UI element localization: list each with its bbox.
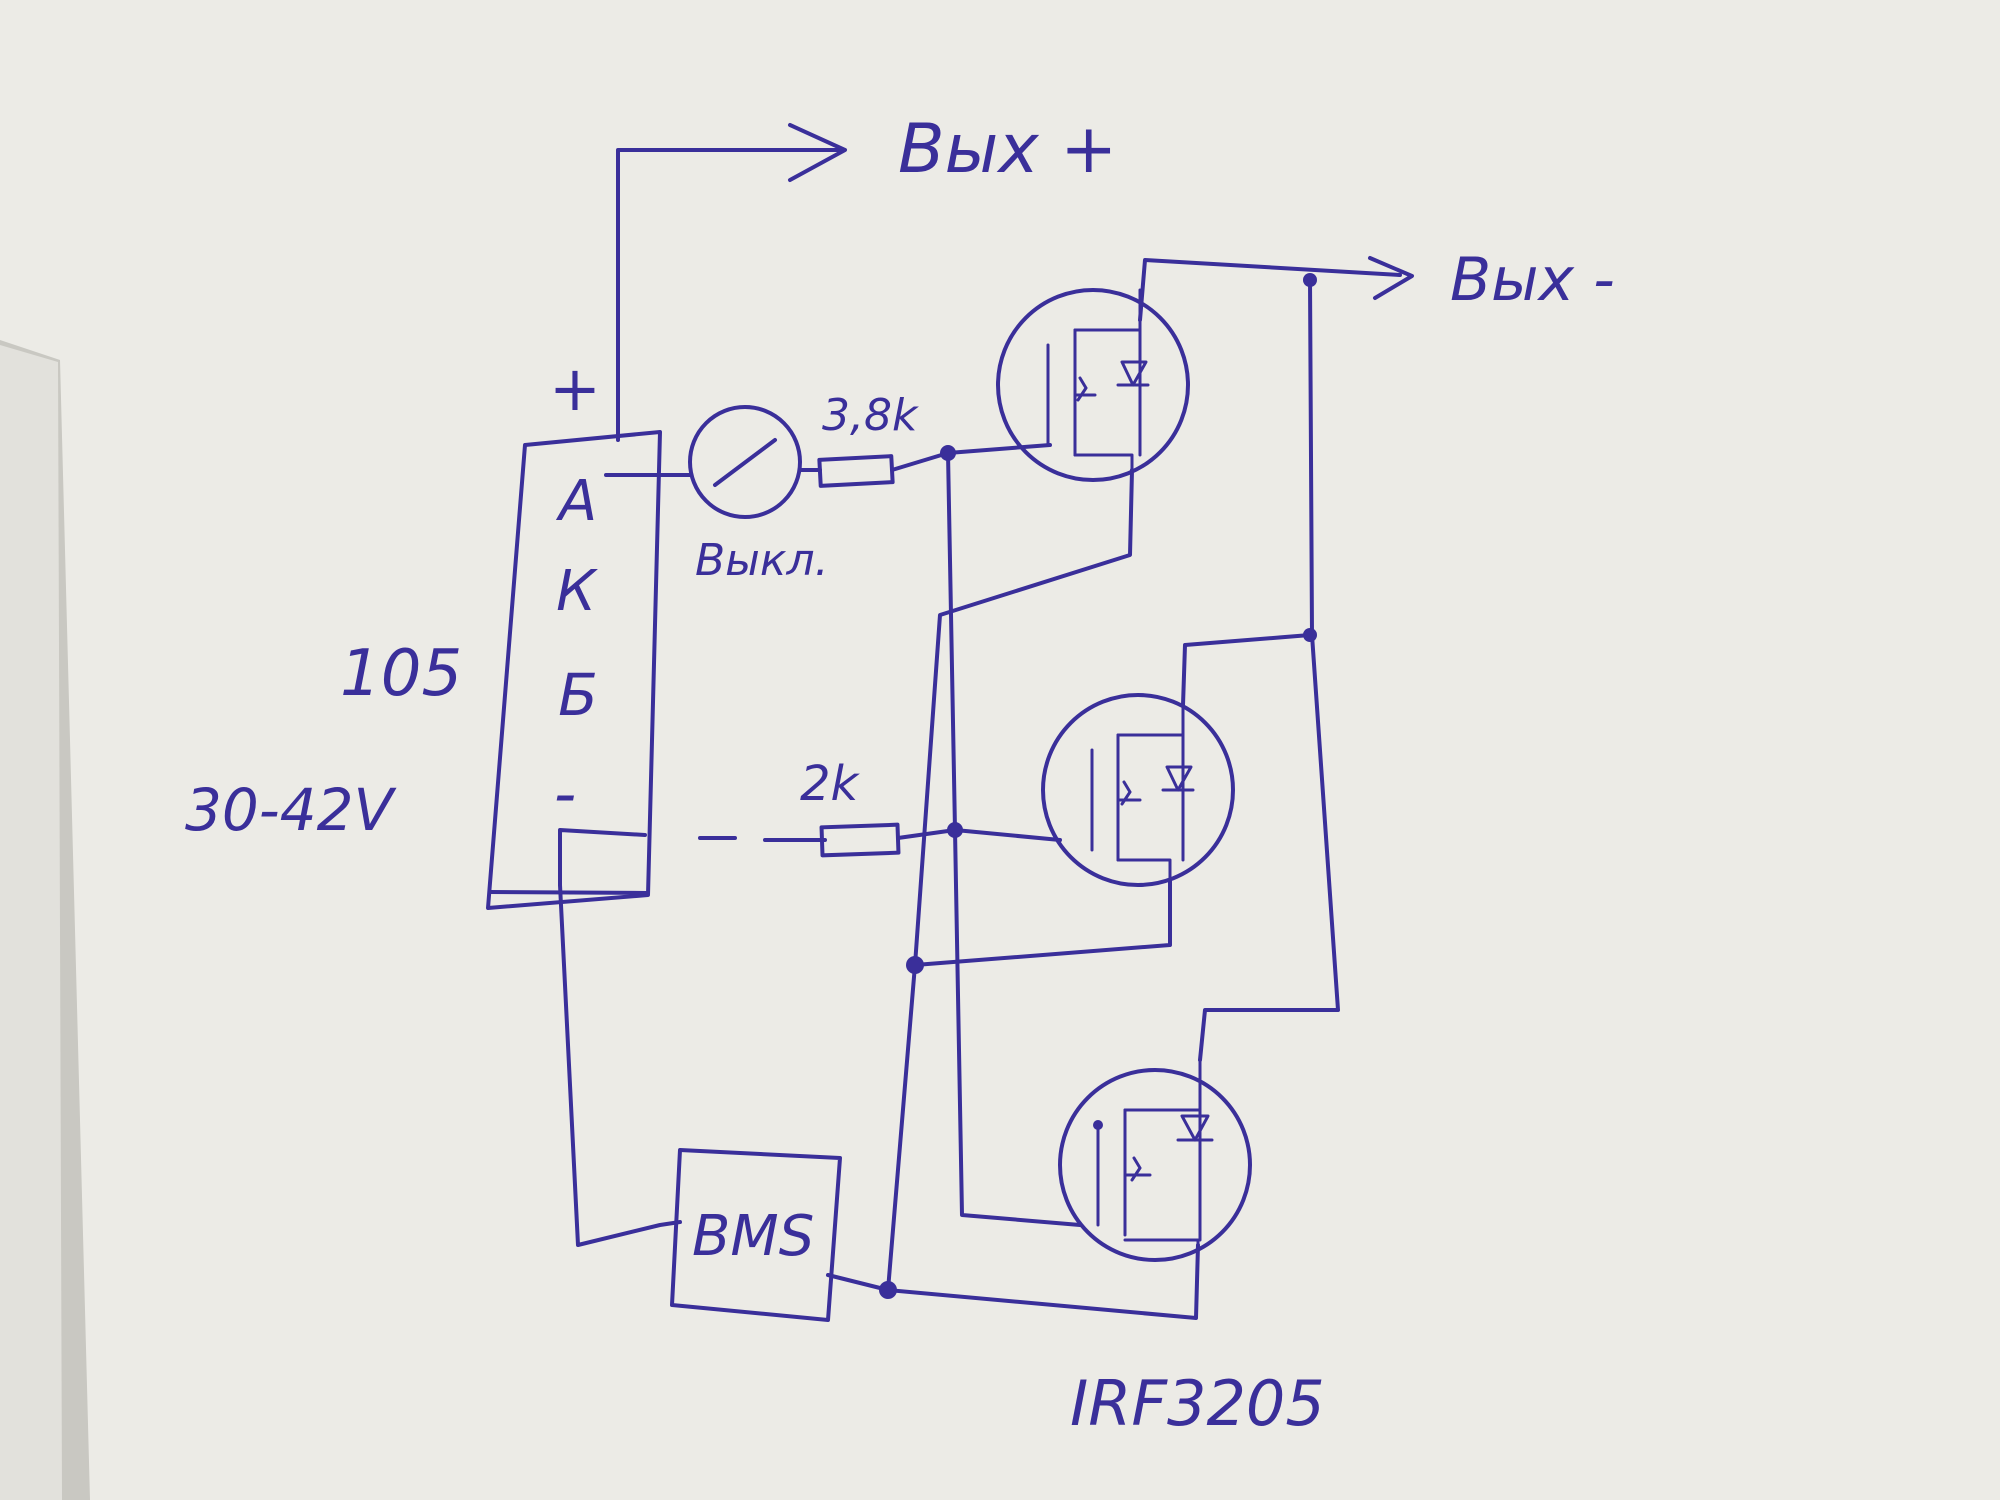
- resistor-1-icon: [817, 454, 895, 488]
- battery-voltage-label: 30-42V: [185, 776, 398, 844]
- wire-output-plus: [616, 148, 842, 442]
- mosfet-1-icon: [996, 288, 1190, 482]
- wire-drain-bus: [1198, 278, 1340, 1062]
- battery-letter-a: А: [556, 469, 597, 534]
- mosfet-3-icon: [1058, 1058, 1252, 1262]
- arrow-output-plus-icon: [788, 123, 847, 182]
- resistor-2-label: 2k: [800, 756, 861, 812]
- bms-block: [670, 1148, 842, 1322]
- wire-gate-mosfet2: [953, 828, 1062, 842]
- battery-minus-label: -: [554, 757, 576, 830]
- battery-akb: + А К Б -: [486, 352, 662, 910]
- resistor-1-label: 3,8k: [822, 390, 919, 441]
- battery-letter-b: Б: [558, 661, 598, 729]
- wire-source-mosfet3: [886, 1243, 1200, 1320]
- output-plus-label: Вых +: [898, 110, 1117, 189]
- switch-icon: [688, 405, 802, 519]
- wire-battery-to-bms: [558, 883, 682, 1247]
- output-minus-label: Вых -: [1450, 245, 1615, 315]
- arrow-output-minus-icon: [1368, 256, 1414, 300]
- wire-source-mosfet2: [913, 878, 1172, 967]
- wire-battery-minus-to-r2: [558, 828, 827, 887]
- mosfet-model-label: IRF3205: [1070, 1367, 1325, 1440]
- switch-label: Выкл.: [695, 535, 829, 586]
- wire-drain-mosfet2: [1181, 633, 1312, 707]
- junction-drain-mid: [1303, 628, 1317, 642]
- paper-under-sheet: [0, 345, 62, 1500]
- battery-capacity-label: 105: [340, 637, 462, 711]
- junction-gate-mid: [947, 822, 963, 838]
- resistor-2-icon: [819, 822, 901, 858]
- junction-output-minus: [1303, 273, 1317, 287]
- junction-source-mid: [906, 956, 924, 974]
- wire-output-minus: [1138, 258, 1402, 322]
- junction-bms: [879, 1281, 897, 1299]
- wire-source-mosfet1: [886, 468, 1134, 1292]
- battery-letter-k: К: [556, 559, 598, 624]
- wire-r2-to-gate: [896, 828, 957, 840]
- junction-gate-top: [940, 445, 956, 461]
- battery-plus-label: +: [549, 352, 601, 425]
- wire-gate-bus: [946, 451, 1082, 1227]
- bms-label: BMS: [692, 1204, 814, 1269]
- mosfet-2-icon: [1041, 693, 1235, 887]
- wire-bms-to-node: [826, 1273, 890, 1292]
